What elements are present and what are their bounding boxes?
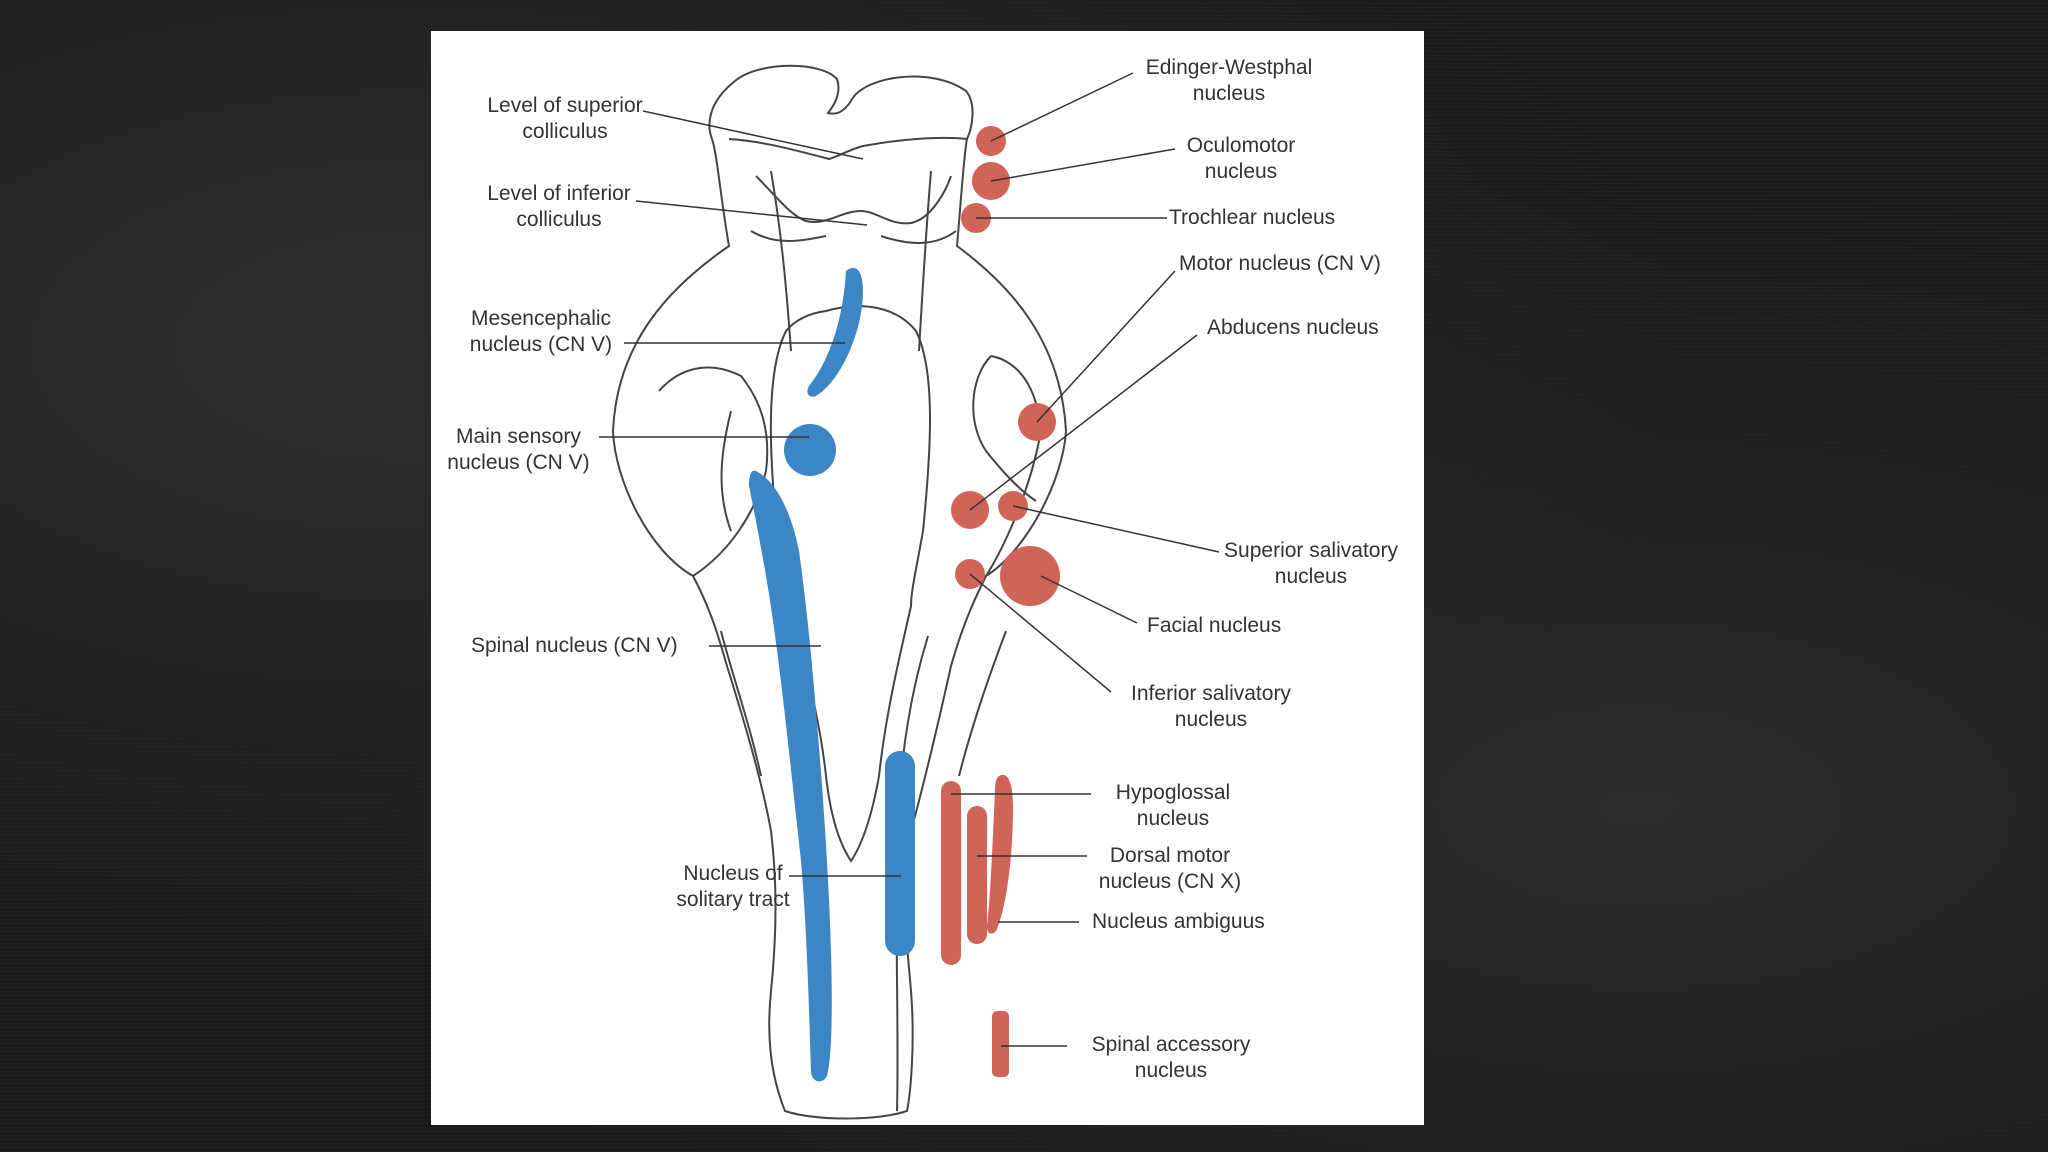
- label-line: nucleus: [1274, 565, 1348, 588]
- label-line: Dorsal motor: [1109, 844, 1231, 867]
- brainstem-outline: [611, 64, 1068, 1120]
- dorsal-motor-nucleus-shape: [967, 806, 987, 944]
- label-line: Oculomotor: [1186, 134, 1296, 157]
- main-sensory-nucleus-shape: [784, 424, 836, 476]
- midbrain-tegmentum-right: [918, 170, 932, 352]
- label-hypoglossal: Hypoglossal nucleus: [1093, 780, 1253, 832]
- brainstem-diagram: [599, 64, 1220, 1120]
- label-line: Hypoglossal: [1115, 781, 1231, 804]
- label-edinger-westphal: Edinger-Westphal nucleus: [1129, 55, 1329, 107]
- leader-oculomotor: [990, 148, 1176, 182]
- label-line: Main sensory: [456, 425, 581, 448]
- label-abducens: Abducens nucleus: [1207, 316, 1379, 339]
- fourth-ventricle-floor: [769, 305, 932, 863]
- label-line: nucleus (CN V): [447, 451, 590, 474]
- label-level-superior-colliculus: Level of superior colliculus: [465, 93, 665, 145]
- label-nucleus-solitary-tract: Nucleus of solitary tract: [653, 861, 813, 913]
- label-line: Superior salivatory: [1224, 539, 1398, 562]
- label-line: Mesencephalic: [470, 307, 612, 330]
- right-medulla-contour: [958, 630, 1007, 777]
- leader-inferior-colliculus: [635, 200, 868, 226]
- motor-nuclei: [941, 126, 1060, 1077]
- leader-edinger-westphal: [990, 72, 1134, 142]
- label-line: nucleus: [1134, 1059, 1208, 1082]
- label-main-sensory-nucleus: Main sensory nucleus (CN V): [431, 424, 606, 476]
- spinal-accessory-nucleus-shape: [992, 1011, 1009, 1077]
- right-cerebellar-peduncle: [985, 355, 1041, 577]
- label-motor-nucleus: Motor nucleus (CN V): [1179, 252, 1381, 275]
- label-line: Inferior salivatory: [1131, 682, 1291, 705]
- label-spinal-accessory: Spinal accessory nucleus: [1071, 1032, 1271, 1084]
- label-superior-salivatory: Superior salivatory nucleus: [1211, 538, 1411, 590]
- label-line: Nucleus of: [683, 862, 783, 885]
- mesencephalic-nucleus-shape: [807, 267, 863, 397]
- leader-motor-nucleus: [1036, 270, 1176, 423]
- diagram-panel: Level of superior colliculus Level of in…: [431, 31, 1424, 1125]
- label-line: colliculus: [522, 120, 608, 143]
- label-line: nucleus (CN X): [1098, 870, 1242, 893]
- leader-superior-salivatory: [1012, 505, 1220, 553]
- left-medulla-contour: [720, 630, 762, 777]
- solitary-tract-nucleus-shape: [885, 751, 915, 956]
- label-dorsal-motor: Dorsal motor nucleus (CN X): [1085, 843, 1255, 895]
- facial-nucleus-shape: [1000, 546, 1060, 606]
- leader-inferior-salivatory: [969, 573, 1112, 693]
- midbrain-tegmentum-left: [770, 170, 792, 352]
- label-inferior-salivatory: Inferior salivatory nucleus: [1111, 681, 1311, 733]
- leader-abducens: [969, 334, 1198, 511]
- label-line: nucleus: [1136, 807, 1210, 830]
- label-facial: Facial nucleus: [1147, 614, 1282, 637]
- label-mesencephalic-nucleus: Mesencephalic nucleus (CN V): [451, 306, 631, 358]
- label-line: solitary tract: [676, 888, 790, 911]
- label-spinal-nucleus: Spinal nucleus (CN V): [471, 634, 678, 657]
- label-line: Edinger-Westphal: [1145, 56, 1313, 79]
- label-line: Level of superior: [487, 94, 643, 117]
- right-peduncle-inner: [972, 355, 1037, 502]
- superior-colliculus-contour: [755, 175, 952, 225]
- label-oculomotor: Oculomotor nucleus: [1161, 133, 1321, 185]
- spinal-nucleus-shape: [749, 470, 832, 1082]
- leader-lines: [599, 72, 1220, 1047]
- label-trochlear: Trochlear nucleus: [1169, 206, 1336, 229]
- label-line: Spinal accessory: [1091, 1033, 1251, 1056]
- colliculi-line: [728, 136, 968, 161]
- label-line: nucleus: [1192, 82, 1266, 105]
- nucleus-ambiguus-shape: [986, 774, 1013, 934]
- left-peduncle-inner: [720, 410, 732, 532]
- label-line: nucleus: [1204, 160, 1278, 183]
- label-line: nucleus (CN V): [469, 333, 613, 356]
- label-line: colliculus: [516, 208, 602, 231]
- hypoglossal-nucleus-shape: [941, 781, 961, 965]
- label-level-inferior-colliculus: Level of inferior colliculus: [459, 181, 659, 233]
- leader-facial: [1040, 575, 1138, 624]
- sensory-nuclei: [749, 267, 915, 1082]
- brainstem-outer-contour: [611, 64, 1068, 1120]
- leader-superior-colliculus: [642, 110, 864, 160]
- label-line: nucleus: [1174, 708, 1248, 731]
- label-nucleus-ambiguus: Nucleus ambiguus: [1092, 910, 1265, 933]
- left-cerebellar-peduncle: [658, 366, 769, 577]
- label-line: Level of inferior: [487, 182, 631, 205]
- inferior-colliculus-contour: [750, 230, 957, 244]
